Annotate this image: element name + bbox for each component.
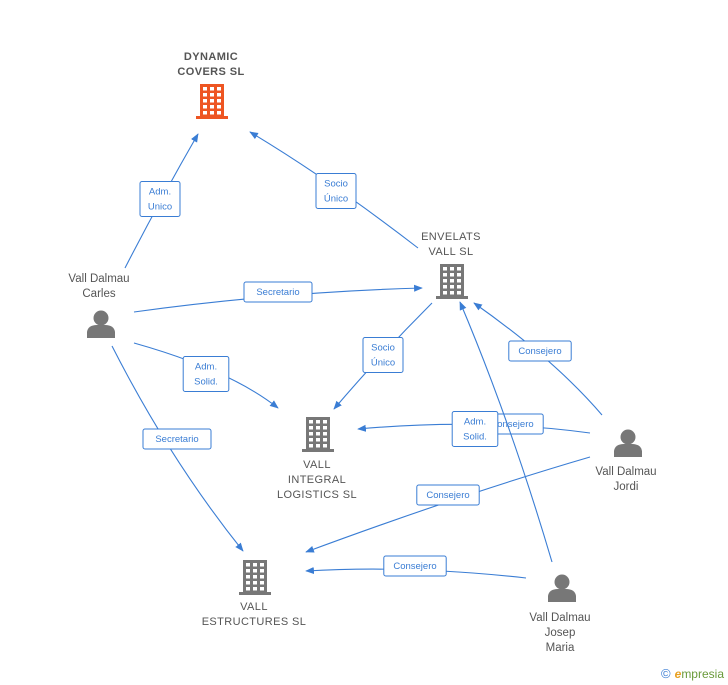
edge-carles-dynamic: Adm. Unico [124, 133, 199, 269]
node-label-josep: Josep [545, 627, 576, 639]
edge-label-text: Único [324, 194, 348, 205]
edge-carles-estructures: Secretario [111, 345, 244, 552]
edge-josep-estructures: Consejero [305, 555, 527, 579]
node-dynamic[interactable]: DYNAMIC COVERS SL [177, 51, 244, 119]
brand-name: mpresia [681, 667, 724, 681]
edge-label-box [315, 173, 357, 209]
node-label-josep: Maria [546, 642, 575, 654]
node-label-josep: Vall Dalmau [529, 612, 590, 624]
edge-label-box [383, 555, 447, 577]
edge-label[interactable]: Secretario [243, 281, 313, 303]
edge-label[interactable]: Consejero [383, 555, 447, 577]
edge-jordi-envelats: Consejero [473, 302, 603, 416]
edge-label-text: Único [371, 358, 395, 369]
node-label-dynamic: DYNAMIC [184, 51, 238, 63]
edge-label[interactable]: Secretario [142, 428, 212, 450]
edge-label[interactable]: Adm. Solid. [182, 356, 230, 392]
edge-josep-envelats: Adm. Solid. [451, 301, 553, 563]
edge-label-text: Unico [148, 202, 172, 213]
edge-label-text: Consejero [490, 419, 533, 430]
edges-layer: Adm.UnicoSocioÚnicoSecretarioAdm.Solid.S… [111, 131, 603, 579]
edge-label-text: Socio [324, 179, 348, 190]
edge-label-box [508, 340, 572, 362]
node-label-integral: LOGISTICS SL [277, 489, 357, 501]
node-label-carles: Vall Dalmau [68, 273, 129, 285]
edge-label-text: Secretario [256, 287, 299, 298]
node-label-integral: INTEGRAL [288, 474, 346, 486]
copyright-symbol: © [661, 666, 671, 681]
edge-label-box [182, 356, 230, 392]
edge-label-text: Consejero [426, 490, 469, 501]
edge-label-text: Adm. [464, 417, 486, 428]
person-icon [87, 310, 115, 338]
edge-label-box [139, 181, 181, 217]
building-icon [302, 417, 334, 452]
edge-label-box [362, 337, 404, 373]
footer-brand: ©empresia [661, 666, 724, 681]
edge-jordi-estructures: Consejero [305, 456, 591, 553]
node-label-envelats: VALL SL [429, 246, 474, 258]
edge-label[interactable]: Adm. Unico [139, 181, 181, 217]
edge-label-text: Secretario [155, 434, 198, 445]
edge-label-box [243, 281, 313, 303]
node-label-jordi: Vall Dalmau [595, 466, 656, 478]
edge-line [459, 301, 553, 563]
person-icon [614, 429, 642, 457]
node-envelats[interactable]: ENVELATS VALL SL [421, 231, 481, 299]
node-label-integral: VALL [303, 459, 331, 471]
node-label-estructures: ESTRUCTURES SL [202, 616, 307, 628]
edge-label[interactable]: Consejero [508, 340, 572, 362]
edge-carles-integral: Adm. Solid. [133, 342, 279, 409]
edge-label-box [416, 484, 480, 506]
building-icon [239, 560, 271, 595]
node-label-carles: Carles [82, 288, 115, 300]
edge-label-text: Consejero [518, 346, 561, 357]
edge-label[interactable]: Adm. Solid. [451, 411, 499, 447]
building-icon [196, 84, 228, 119]
person-icon [548, 574, 576, 602]
edge-carles-envelats: Secretario [133, 281, 423, 313]
edge-label-box [142, 428, 212, 450]
node-label-dynamic: COVERS SL [177, 66, 244, 78]
node-label-envelats: ENVELATS [421, 231, 481, 243]
edge-label-text: Adm. [149, 187, 171, 198]
node-integral[interactable]: VALL INTEGRAL LOGISTICS SL [277, 417, 357, 501]
edge-label-text: Consejero [393, 561, 436, 572]
edge-label[interactable]: Consejero [416, 484, 480, 506]
node-label-jordi: Jordi [614, 481, 639, 493]
edge-label-text: Solid. [194, 377, 218, 388]
edge-label-text: Solid. [463, 432, 487, 443]
edge-label-box [451, 411, 499, 447]
edge-label-text: Socio [371, 343, 395, 354]
node-label-estructures: VALL [240, 601, 268, 613]
nodes-layer: DYNAMIC COVERS SL ENVELATS VALL SL VALL INTEG… [68, 51, 656, 654]
brand-logo-letter: e [674, 667, 682, 681]
building-icon [436, 264, 468, 299]
edge-line [111, 345, 244, 552]
edge-label-text: Adm. [195, 362, 217, 373]
node-estructures[interactable]: VALL ESTRUCTURES SL [202, 560, 307, 628]
